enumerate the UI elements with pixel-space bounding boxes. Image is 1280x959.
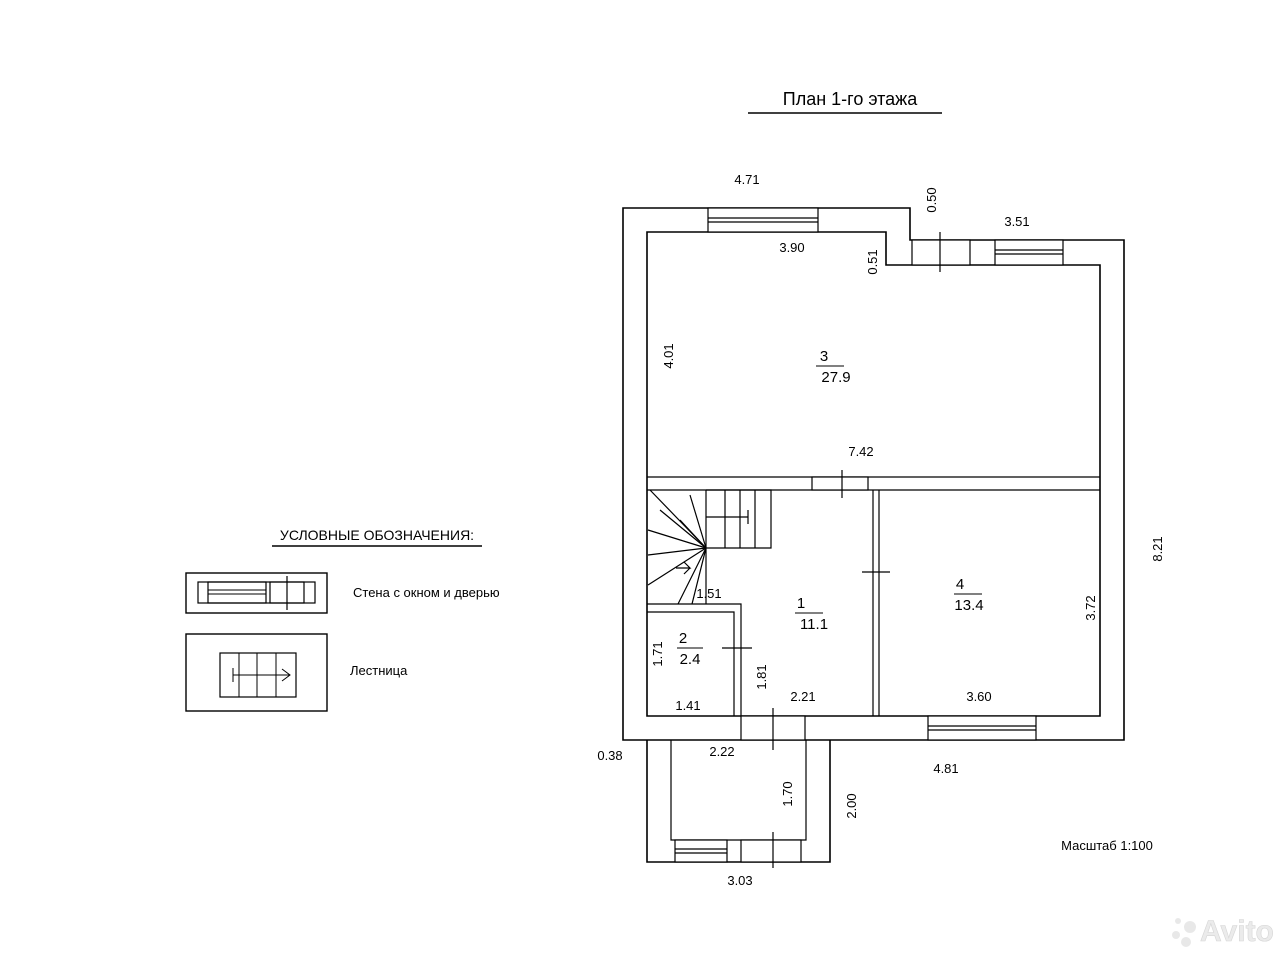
svg-text:4: 4: [956, 576, 964, 593]
svg-text:13.4: 13.4: [954, 597, 983, 614]
room2-wall-inner: [647, 611, 735, 716]
room-2-label: 2 2.4: [677, 630, 703, 668]
outer-wall-outline: [622, 207, 1125, 741]
staircase-icon: [647, 489, 772, 605]
window-room4: [927, 715, 1037, 741]
porch-door: [740, 839, 802, 863]
legend-item-stairs: Лестница: [350, 663, 408, 678]
door-room3: [811, 476, 869, 491]
dim-porch-outer-width: 3.03: [727, 873, 752, 888]
legend-item-wall: Стена с окном и дверью: [353, 585, 500, 600]
dim-step-outer: 0.50: [924, 187, 939, 212]
svg-text:3: 3: [820, 348, 828, 365]
room-3-label: 3 27.9: [816, 348, 851, 386]
dim-bottom-right: 4.81: [933, 761, 958, 776]
dim-top-left-inner: 3.90: [779, 240, 804, 255]
dim-room2-width: 1.41: [675, 698, 700, 713]
dim-total-height: 8.21: [1150, 536, 1165, 561]
svg-text:2: 2: [679, 630, 687, 647]
dim-corridor-width: 2.21: [790, 689, 815, 704]
dim-step-inner: 0.51: [865, 249, 880, 274]
plan-title: План 1-го этажа: [783, 89, 918, 109]
svg-text:11.1: 11.1: [800, 616, 828, 633]
wall-window-door-icon: [185, 572, 328, 614]
dim-room4-width: 3.60: [966, 689, 991, 704]
porch-window: [674, 839, 728, 863]
porch-inner: [670, 740, 807, 841]
window-top: [707, 207, 819, 233]
dim-corridor-height: 1.81: [754, 664, 769, 689]
room-4-label: 4 13.4: [954, 576, 984, 614]
dim-porch-inner-width: 2.22: [709, 744, 734, 759]
door-top-right: [911, 239, 971, 266]
dim-porch-inner-depth: 1.70: [780, 781, 795, 806]
porch-outer: [646, 740, 831, 863]
dim-wall-thickness: 0.38: [597, 748, 622, 763]
scale-label: Масштаб 1:100: [1061, 838, 1153, 853]
dim-stair-width: 1.51: [696, 586, 721, 601]
svg-text:1: 1: [797, 595, 805, 612]
dim-room3-height: 4.01: [661, 343, 676, 368]
room-1-label: 1 11.1: [795, 595, 828, 633]
dim-room4-height: 3.72: [1083, 595, 1098, 620]
staircase-legend-icon: [185, 633, 328, 712]
svg-text:27.9: 27.9: [821, 369, 850, 386]
dim-top-left-outer: 4.71: [734, 172, 759, 187]
dim-room2-height: 1.71: [650, 641, 665, 666]
legend-heading: УСЛОВНЫЕ ОБОЗНАЧЕНИЯ:: [280, 527, 474, 543]
window-top-right: [994, 239, 1064, 266]
dim-mid-width: 7.42: [848, 444, 873, 459]
watermark-text: Avito: [1200, 915, 1274, 948]
inner-wall-outline: [646, 231, 1101, 717]
avito-watermark: Avito: [1172, 915, 1274, 948]
svg-text:2.4: 2.4: [680, 651, 701, 668]
dim-porch-outer-depth: 2.00: [844, 793, 859, 818]
dim-top-right: 3.51: [1004, 214, 1029, 229]
